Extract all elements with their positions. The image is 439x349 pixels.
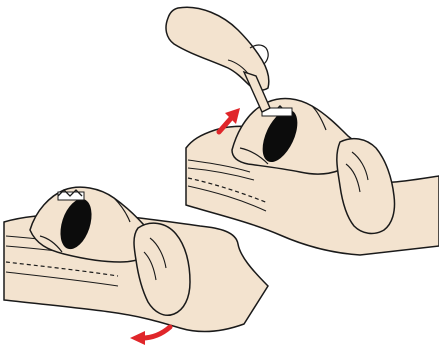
lower-arrow-icon bbox=[130, 327, 170, 345]
upper-panel bbox=[166, 7, 439, 255]
